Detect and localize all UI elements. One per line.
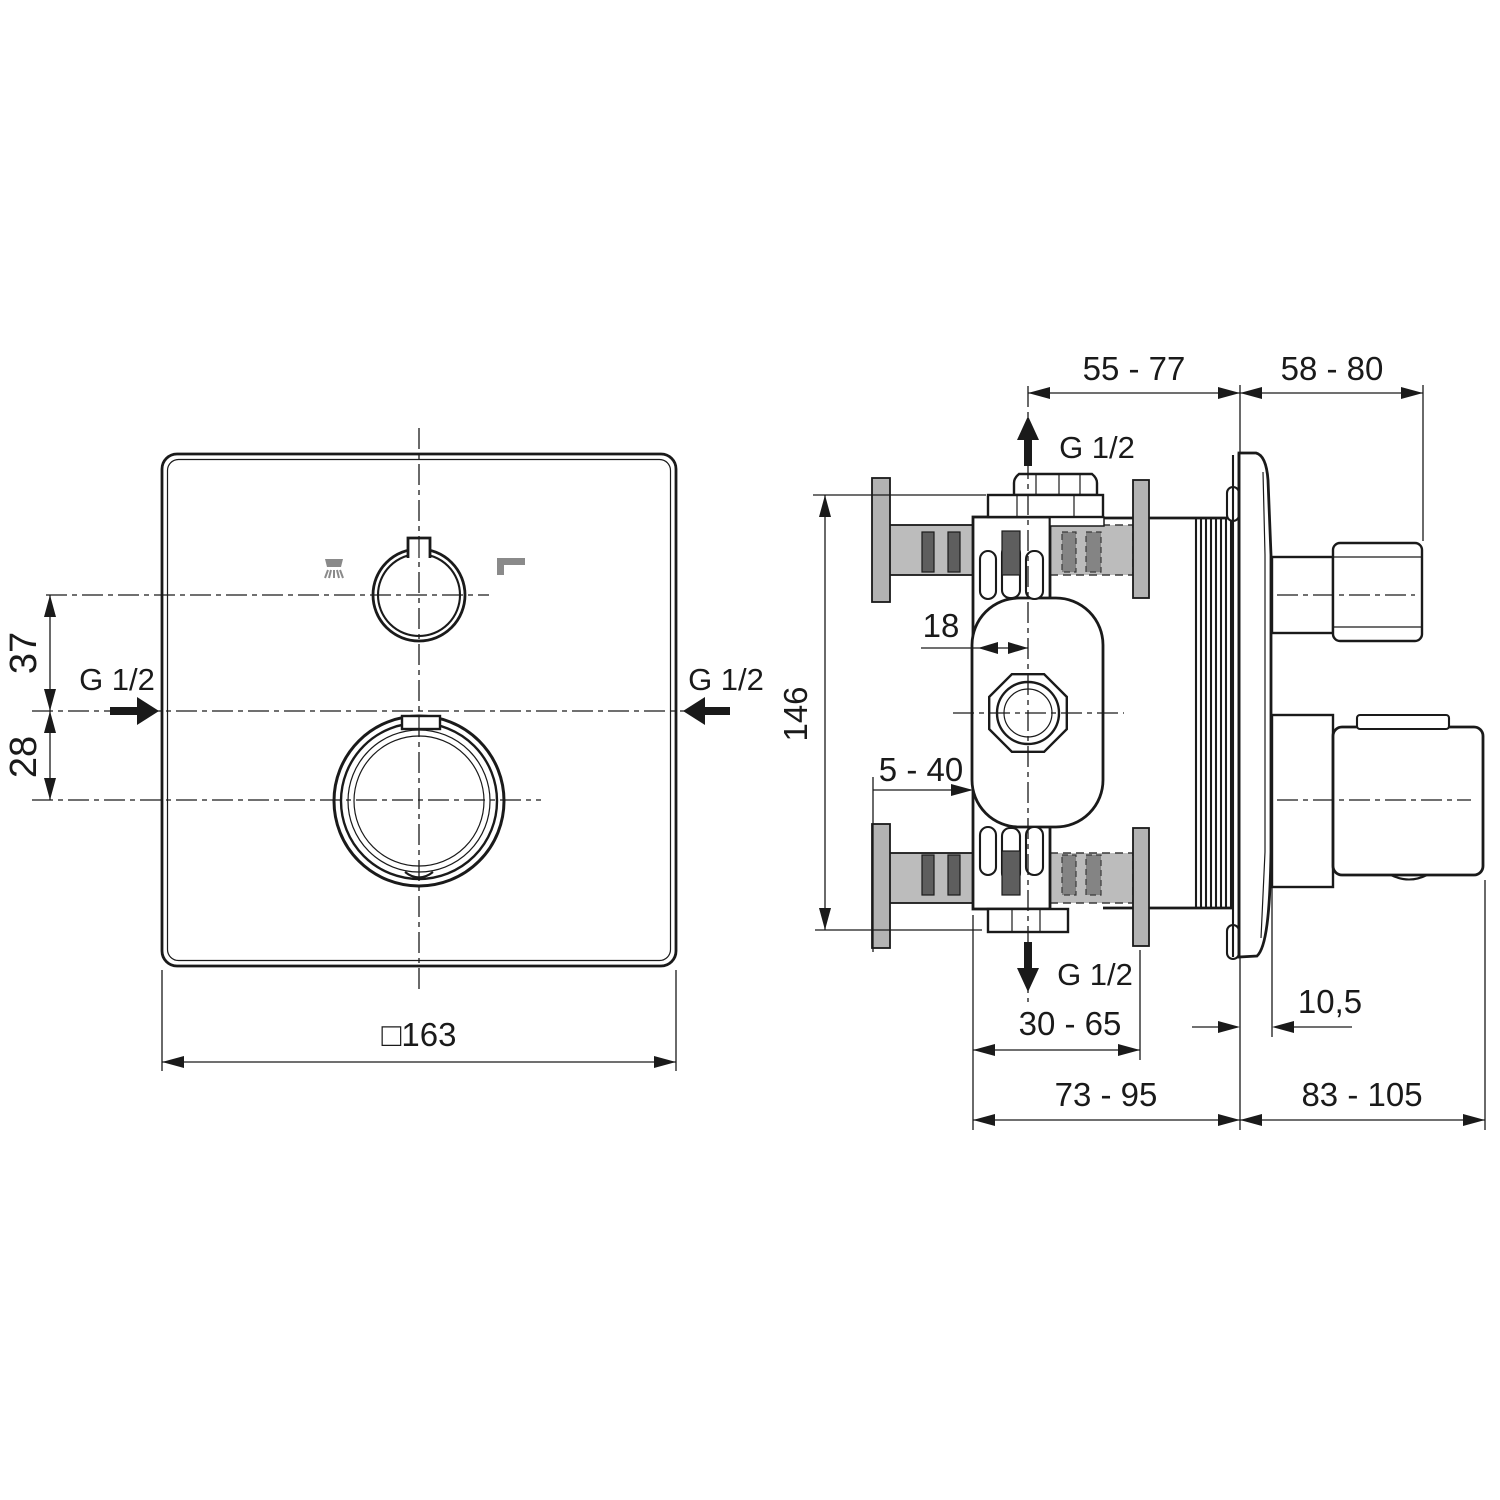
- thermostat-knob-tab: [400, 714, 442, 731]
- outlet-bottom: G 1/2: [1017, 942, 1133, 992]
- dim-label-83-105: 83 - 105: [1301, 1076, 1422, 1113]
- housing-cylinder: [1103, 516, 1233, 910]
- front-view: 37 28 G 1/2 G 1/2: [3, 428, 764, 1071]
- top-outlet-nut: [1012, 472, 1099, 497]
- thermostat-knob-profile: [1270, 713, 1485, 889]
- thermostat-collar: [1270, 713, 1335, 889]
- inlet-right-label: G 1/2: [688, 662, 764, 697]
- diverter-knob-profile: [1270, 541, 1424, 643]
- dim-label-146: 146: [777, 686, 814, 741]
- inlet-right: G 1/2: [683, 662, 764, 725]
- shower-spray-icon: [324, 559, 344, 579]
- dim-label-58-80: 58 - 80: [1281, 350, 1384, 387]
- dimension-10-5: 10,5: [1192, 886, 1362, 1037]
- dim-label-10-5: 10,5: [1298, 983, 1362, 1020]
- dim-label-55-77: 55 - 77: [1083, 350, 1186, 387]
- thermostat-body: [1331, 725, 1485, 877]
- dimension-height-146: 146: [777, 494, 986, 931]
- outlet-bottom-arrow: [1024, 942, 1032, 968]
- dim-label-28: 28: [3, 736, 45, 778]
- thread-ribs: [1194, 519, 1233, 907]
- wall-mount-right: [1049, 479, 1150, 947]
- wall-bracket-bottom-left: [871, 823, 891, 949]
- wall-bracket-top-right: [1132, 479, 1150, 599]
- wall-bracket-bottom-right: [1132, 827, 1150, 947]
- dim-label-163: □163: [382, 1016, 457, 1053]
- diverter-body: [1331, 541, 1424, 643]
- thermostat-knob: [332, 714, 506, 888]
- dim-label-37: 37: [3, 632, 45, 674]
- dimension-37-28: 37 28: [3, 595, 56, 800]
- dimension-30-65: 30 - 65: [973, 950, 1141, 1060]
- faceplate-profile: [1225, 451, 1273, 961]
- dim-label-18: 18: [923, 607, 960, 644]
- dim-label-5-40: 5 - 40: [879, 751, 963, 788]
- faceplate-dome: [1237, 451, 1273, 959]
- dim-label-73-95: 73 - 95: [1055, 1076, 1158, 1113]
- inlet-left-label: G 1/2: [79, 662, 155, 697]
- diverter-knob: [371, 536, 467, 643]
- outlet-top-label: G 1/2: [1059, 430, 1135, 465]
- wall-bracket-top-left: [871, 477, 891, 603]
- dimension-top-row: 55 - 77 58 - 80: [1028, 350, 1424, 541]
- bath-spout-icon: [497, 558, 525, 575]
- outlet-top: G 1/2: [1017, 416, 1135, 466]
- top-outlet-flange: [986, 493, 1105, 519]
- dimension-5-40: 5 - 40: [872, 751, 973, 952]
- dimension-bottom-row: 73 - 95 83 - 105: [972, 880, 1486, 1130]
- side-view: G 1/2 G 1/2 55 - 77 58 - 80 146: [777, 350, 1486, 1130]
- dimension-center-18: 18: [921, 607, 1028, 654]
- inlet-left: G 1/2: [79, 662, 159, 725]
- outlet-top-arrow: [1024, 440, 1032, 466]
- outlet-bottom-label: G 1/2: [1057, 957, 1133, 992]
- thermostat-bump: [1390, 874, 1428, 881]
- dim-label-30-65: 30 - 65: [1019, 1005, 1122, 1042]
- dimension-plate-width: □163: [161, 970, 677, 1071]
- thermostat-knob-notch: [404, 871, 434, 879]
- inlet-left-arrow: [110, 707, 137, 715]
- thermostat-clip: [1355, 713, 1451, 731]
- inlet-right-arrow: [683, 697, 705, 725]
